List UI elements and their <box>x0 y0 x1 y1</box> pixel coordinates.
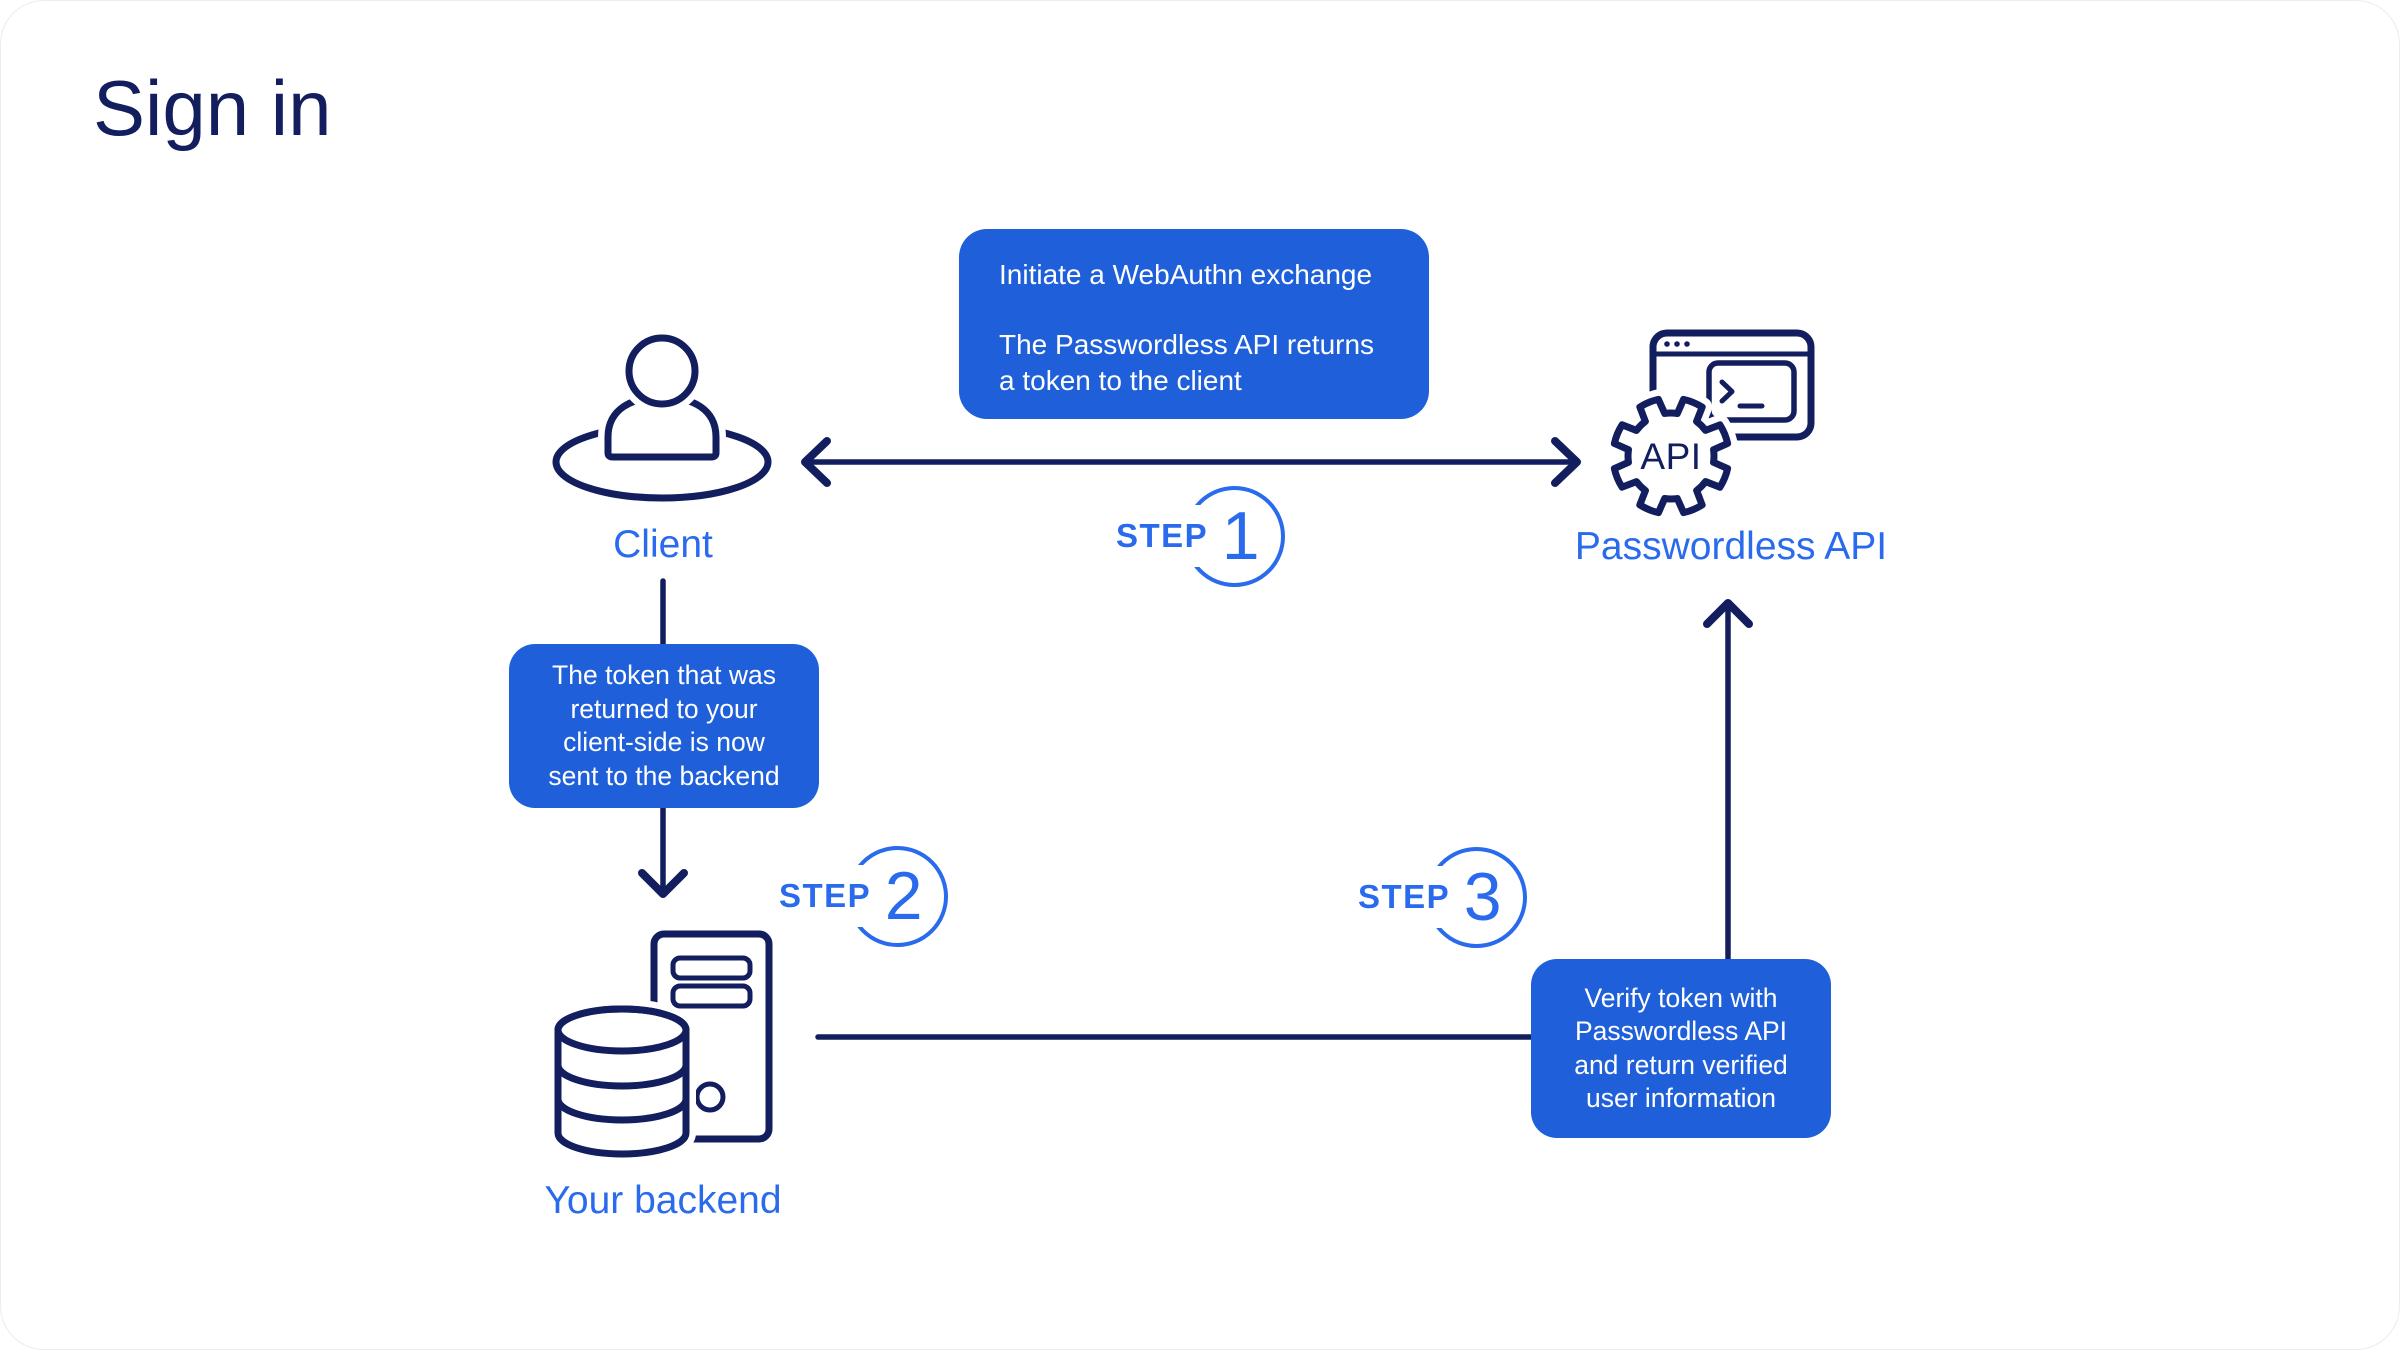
arrowhead-left-icon <box>801 437 831 487</box>
server-slot-1 <box>670 955 753 981</box>
gear-outline <box>1610 395 1732 517</box>
step-1-number: 1 <box>1221 498 1260 574</box>
terminal-prompt-chevron <box>1719 379 1735 404</box>
terminal-screen <box>1706 360 1797 423</box>
browser-dot-1 <box>1664 341 1670 347</box>
step-3-number: 3 <box>1463 859 1502 935</box>
step-1-word: STEP <box>1116 505 1214 567</box>
database-top <box>554 1005 690 1055</box>
step-2-word: STEP <box>779 865 877 927</box>
arrowhead-down-icon <box>638 869 688 898</box>
step-3-badge: STEP 3 <box>1358 842 1528 952</box>
step-1-circle: 1 <box>1184 485 1286 587</box>
callout-initiate-paragraph-2: The Passwordless API returns a token to … <box>999 329 1375 396</box>
step-1-badge: STEP 1 <box>1116 481 1286 591</box>
server-power-button <box>694 1081 726 1113</box>
callout-initiate-paragraph-1: Initiate a WebAuthn exchange <box>999 259 1373 290</box>
client-label: Client <box>613 523 713 566</box>
callout-verify: Verify token with Passwordless API and r… <box>1531 959 1831 1138</box>
backend-label: Your backend <box>544 1179 782 1222</box>
step-2-number: 2 <box>884 858 923 934</box>
api-gear <box>1604 389 1738 521</box>
database-divider-2 <box>554 1095 690 1124</box>
server-database-icon <box>548 930 773 1161</box>
callout-initiate: Initiate a WebAuthn exchange The Passwor… <box>959 229 1429 419</box>
arrowhead-right-icon <box>1551 437 1581 487</box>
step-3-word: STEP <box>1358 866 1456 928</box>
person-head <box>625 334 699 408</box>
page-title: Sign in <box>93 64 332 152</box>
person-in-ellipse-icon <box>552 328 772 502</box>
database-divider-1 <box>554 1061 690 1090</box>
person-torso <box>604 393 720 461</box>
server-slot-2 <box>670 983 753 1009</box>
browser-dot-3 <box>1684 341 1690 347</box>
browser-dot-2 <box>1674 341 1680 347</box>
step-2-badge: STEP 2 <box>779 841 949 951</box>
browser-terminal-gear-icon: API <box>1604 329 1815 521</box>
gear-api-text: API <box>1640 436 1701 477</box>
passwordless-api-label: Passwordless API <box>1574 525 1888 568</box>
arrowhead-up-icon <box>1703 599 1753 628</box>
callout-token: The token that was returned to your clie… <box>509 644 819 808</box>
